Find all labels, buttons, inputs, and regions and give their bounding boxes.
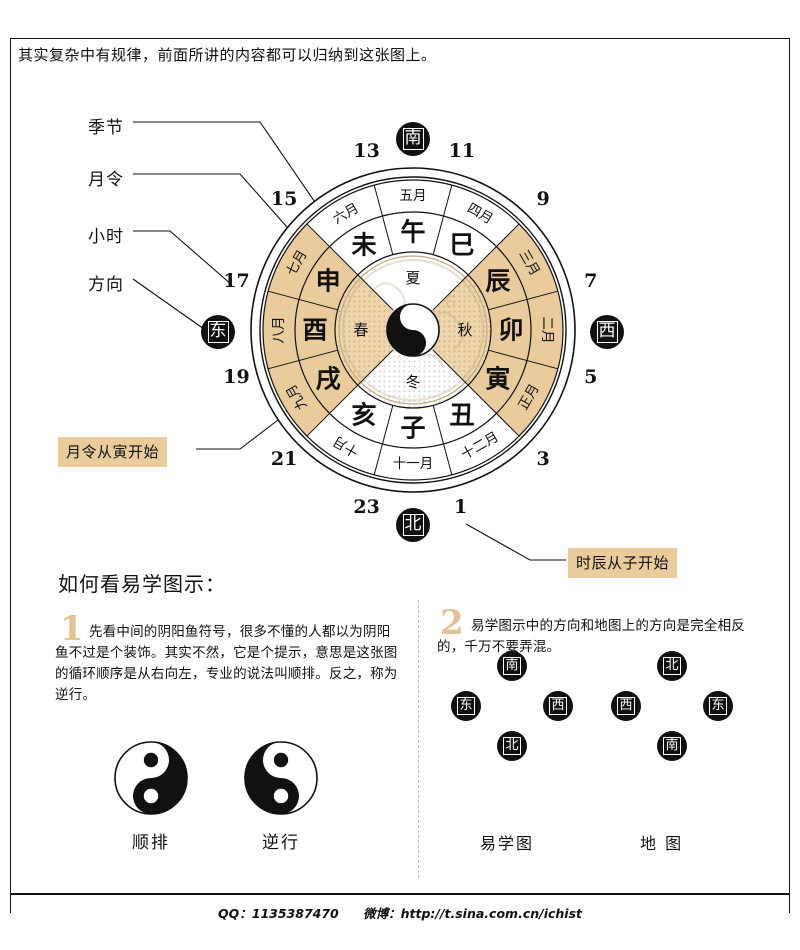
svg-text:子: 子	[400, 414, 425, 443]
svg-text:酉: 酉	[302, 316, 327, 345]
howto-item-1-number: 1	[60, 609, 84, 649]
compass-1-left-label: 西	[617, 697, 635, 715]
svg-text:寅: 寅	[485, 365, 510, 394]
svg-text:五月: 五月	[400, 188, 427, 204]
footer-divider	[10, 893, 790, 895]
header-text: 其实复杂中有规律，前面所讲的内容都可以归纳到这张图上。	[18, 46, 437, 64]
footer-weibo: 微博：http://t.sina.com.cn/ichist	[363, 906, 582, 921]
svg-text:巳: 巳	[449, 231, 474, 260]
compass-0-bottom-badge: 北	[497, 731, 527, 761]
compass-1-right-badge: 东	[703, 691, 733, 721]
compass-0-top-label: 南	[503, 657, 521, 675]
hour-marker-1: 1	[453, 495, 468, 518]
compass-0-left-badge: 东	[451, 691, 481, 721]
svg-text:午: 午	[400, 218, 425, 247]
compass-0-right-badge: 西	[543, 691, 573, 721]
svg-text:十一月: 十一月	[393, 456, 434, 472]
svg-text:戌: 戌	[316, 365, 341, 394]
compass-1-top-badge: 北	[657, 651, 687, 681]
hour-marker-3: 3	[536, 448, 550, 471]
footer-contact: QQ：1135387470 微博：http://t.sina.com.cn/ic…	[0, 903, 800, 922]
svg-text:辰: 辰	[485, 267, 510, 296]
svg-text:6: 6	[445, 293, 456, 313]
hour-marker-7: 7	[584, 270, 598, 293]
compass-1-top-label: 北	[663, 657, 681, 675]
yinyang-caption-reverse: 逆行	[262, 833, 300, 853]
page-border	[10, 38, 790, 913]
hour-marker-11: 11	[448, 140, 476, 163]
hour-marker-23: 23	[353, 495, 380, 518]
svg-text:亥: 亥	[351, 400, 376, 429]
compass-caption-map: 地 图	[640, 834, 684, 853]
compass-caption-yixue: 易学图	[480, 834, 535, 853]
howto-item-2-number: 2	[440, 603, 464, 643]
svg-text:夏: 夏	[405, 269, 420, 287]
callout-label-direction: 方向	[88, 275, 124, 295]
svg-text:冬: 冬	[405, 373, 420, 391]
svg-text:二月: 二月	[539, 317, 555, 344]
hour-marker-13: 13	[353, 140, 380, 163]
direction-badge-north: 北	[396, 508, 430, 542]
direction-badge-west: 西	[590, 315, 624, 349]
svg-text:丑: 丑	[449, 400, 474, 429]
direction-badge-east: 东	[201, 315, 235, 349]
hour-marker-15: 15	[270, 187, 298, 210]
svg-text:春: 春	[353, 321, 368, 339]
callout-label-hour: 小时	[88, 227, 124, 247]
hour-marker-5: 5	[584, 365, 598, 388]
yinyang-example-reverse	[243, 740, 319, 820]
direction-badge-east-label: 东	[207, 321, 229, 343]
direction-badge-west-label: 西	[596, 321, 618, 343]
compass-1-left-badge: 西	[611, 691, 641, 721]
compass-0-left-label: 东	[457, 697, 475, 715]
howto-item-2-text: 易学图示中的方向和地图上的方向是完全相反的，千万不要弄混。	[437, 618, 745, 655]
note-hour-start: 时辰从子开始	[568, 548, 678, 578]
callout-label-season: 季节	[88, 118, 124, 138]
compass-0-right-label: 西	[549, 697, 567, 715]
note-month-start: 月令从寅开始	[58, 437, 168, 467]
direction-badge-south: 南	[396, 122, 430, 156]
compass-0-top-badge: 南	[497, 651, 527, 681]
svg-text:卯: 卯	[498, 316, 523, 345]
footer-qq: QQ：1135387470	[218, 906, 339, 921]
compass-1-bottom-label: 南	[663, 737, 681, 755]
callout-label-month: 月令	[88, 170, 124, 190]
direction-badge-south-label: 南	[402, 128, 424, 150]
hour-marker-21: 21	[270, 448, 298, 471]
compass-0-bottom-label: 北	[503, 737, 521, 755]
howto-title: 如何看易学图示：	[58, 572, 226, 596]
direction-badge-north-label: 北	[402, 514, 424, 536]
yinyang-caption-forward: 顺排	[132, 833, 170, 853]
svg-text:秋: 秋	[457, 321, 472, 339]
compass-1-bottom-badge: 南	[657, 731, 687, 761]
hour-marker-17: 17	[223, 270, 250, 293]
hour-marker-9: 9	[536, 187, 550, 210]
svg-text:未: 未	[351, 231, 376, 260]
svg-text:申: 申	[316, 267, 341, 296]
svg-text:八月: 八月	[271, 317, 287, 344]
compass-1-right-label: 东	[709, 697, 727, 715]
section-divider	[418, 600, 419, 878]
yinyang-example-forward	[113, 740, 189, 820]
howto-item-1-text: 先看中间的阴阳鱼符号，很多不懂的人都以为阴阳鱼不过是个装饰。其实不然，它是个提示…	[55, 624, 398, 703]
hour-marker-19: 19	[223, 365, 250, 388]
